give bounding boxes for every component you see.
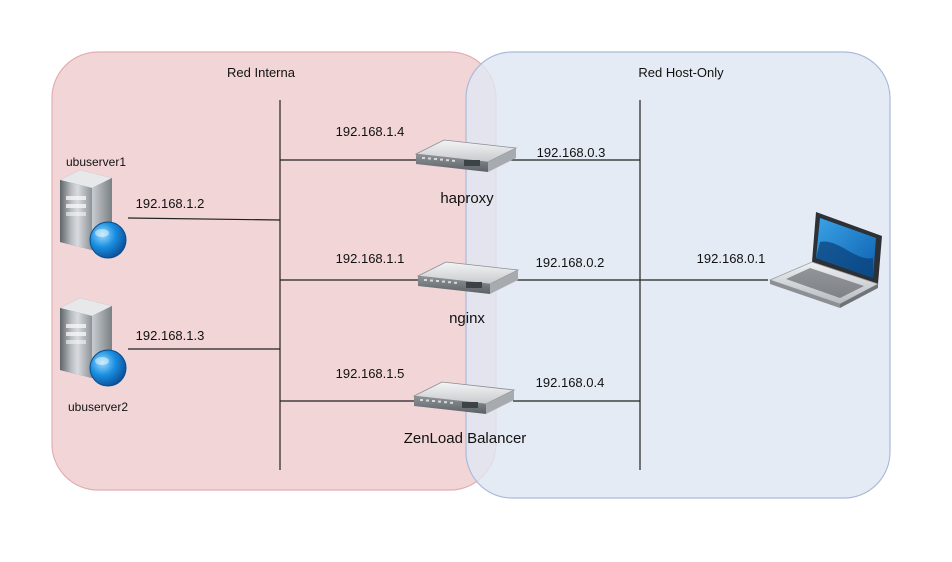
- network-links: [127, 100, 768, 470]
- nginx-hostonly-ip: 192.168.0.2: [536, 255, 605, 270]
- balancer-nginx[interactable]: 192.168.1.1 nginx 192.168.0.2: [336, 251, 605, 327]
- client-ip: 192.168.0.1: [697, 251, 766, 266]
- client-laptop[interactable]: 192.168.0.1: [697, 211, 883, 309]
- balancer-haproxy[interactable]: 192.168.1.4 haproxy 192.168.0.3: [336, 124, 606, 207]
- haproxy-internal-ip: 192.168.1.4: [336, 124, 405, 139]
- zenload-label: ZenLoad Balancer: [404, 430, 527, 447]
- haproxy-hostonly-ip: 192.168.0.3: [537, 145, 606, 160]
- zone-internal-title: Red Interna: [227, 65, 296, 80]
- ubuserver1-ip: 192.168.1.2: [136, 196, 205, 211]
- haproxy-label: haproxy: [440, 190, 494, 207]
- host-ubuserver1[interactable]: ubuserver1 192.168.1.2: [59, 155, 205, 259]
- zenload-hostonly-ip: 192.168.0.4: [536, 375, 605, 390]
- zenload-internal-ip: 192.168.1.5: [336, 366, 405, 381]
- nginx-internal-ip: 192.168.1.1: [336, 251, 405, 266]
- nginx-label: nginx: [449, 310, 485, 327]
- ubuserver1-label: ubuserver1: [66, 155, 126, 169]
- zone-hostonly-title: Red Host-Only: [638, 65, 724, 80]
- host-ubuserver2[interactable]: ubuserver2 192.168.1.3: [59, 297, 205, 414]
- link-ubuserver1: [127, 217, 281, 221]
- balancer-zenload[interactable]: 192.168.1.5 ZenLoad Balancer 192.168.0.4: [336, 366, 605, 447]
- ubuserver2-ip: 192.168.1.3: [136, 328, 205, 343]
- ubuserver2-label: ubuserver2: [68, 400, 128, 414]
